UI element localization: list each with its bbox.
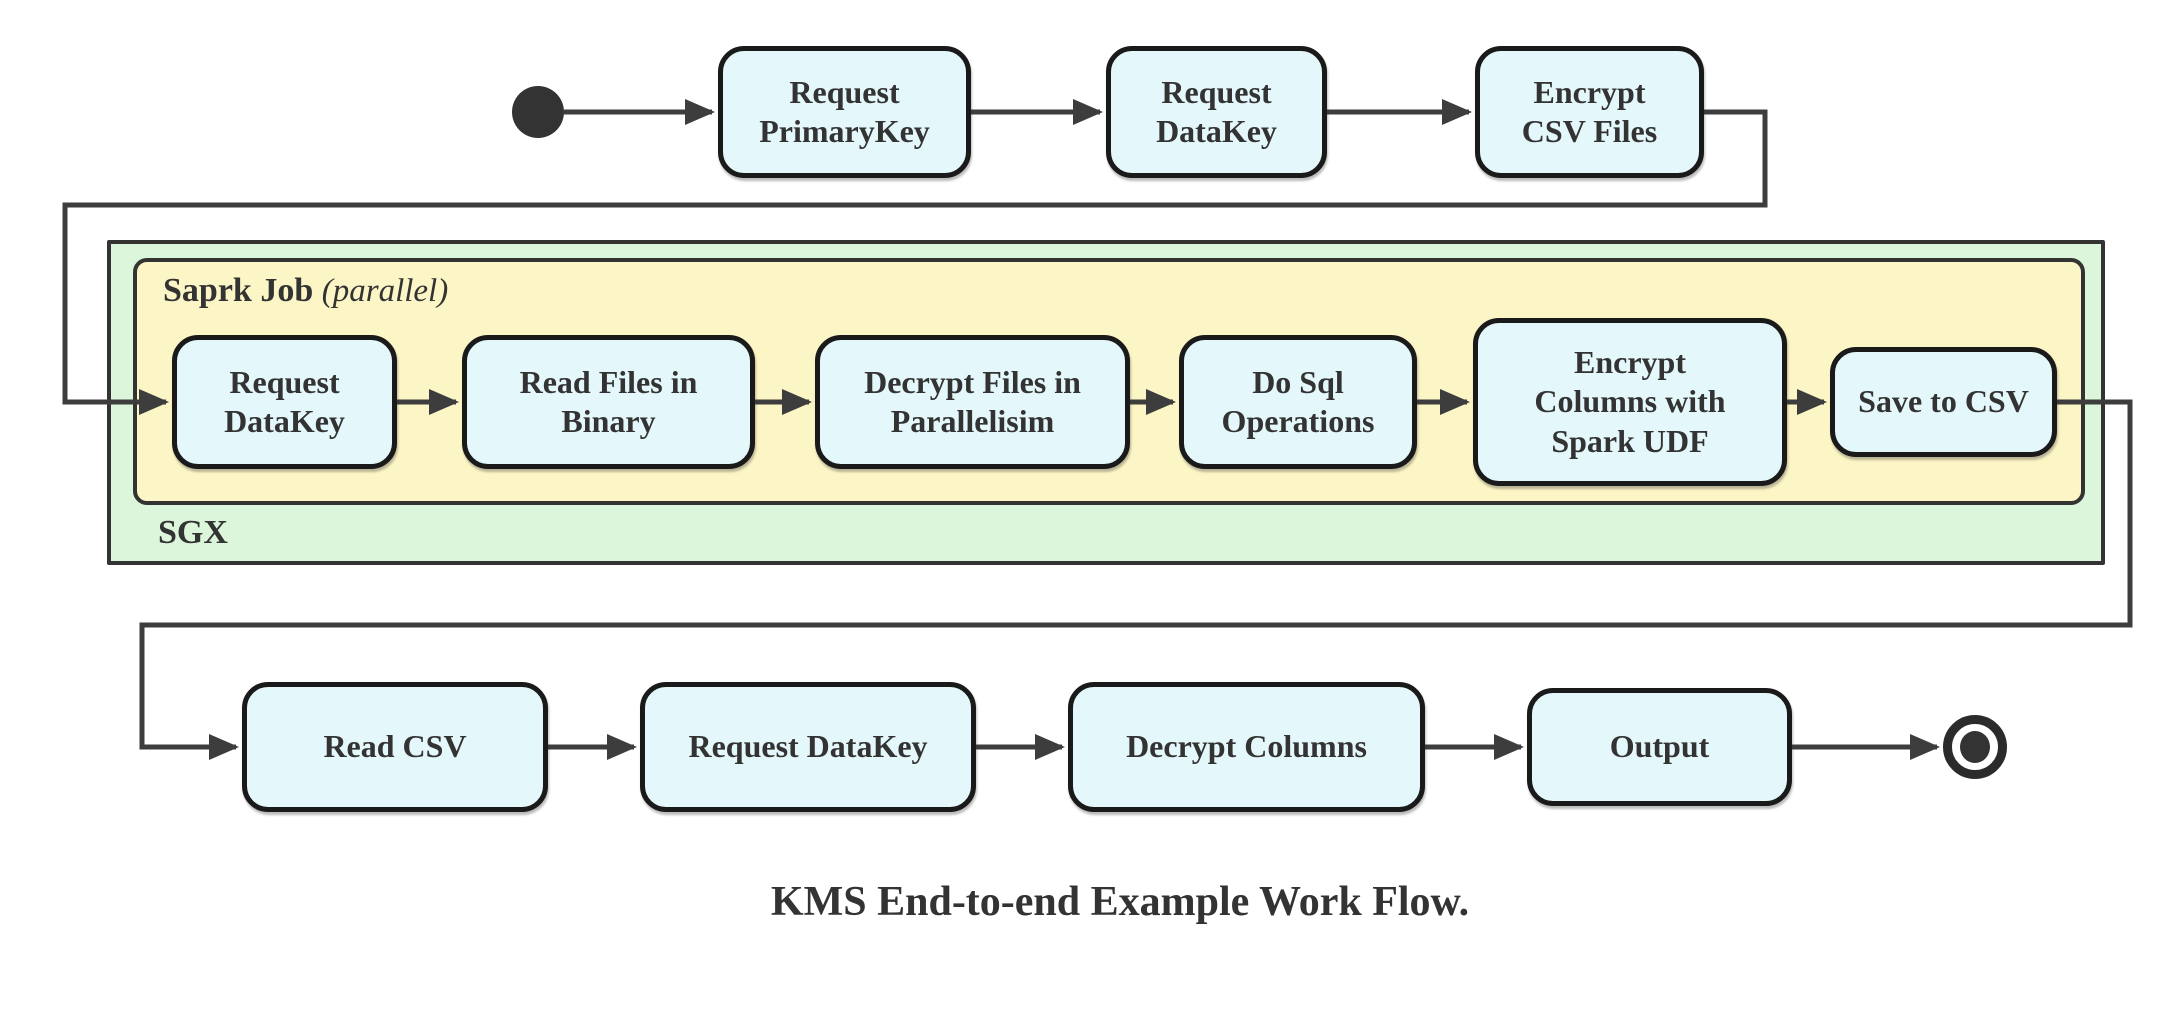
- node-read-csv: Read CSV: [242, 682, 548, 812]
- node-save-to-csv: Save to CSV: [1830, 347, 2057, 457]
- spark-job-label-parallel: (parallel): [321, 273, 449, 309]
- start-node-icon: [512, 86, 564, 138]
- node-encrypt-columns-spark-udf: Encrypt Columns with Spark UDF: [1473, 318, 1787, 486]
- node-request-datakey-top: Request DataKey: [1106, 46, 1327, 178]
- spark-job-label: Saprk Job (parallel): [163, 272, 448, 310]
- node-decrypt-files-in-parallelisim: Decrypt Files in Parallelisim: [815, 335, 1130, 469]
- sgx-label: SGX: [158, 514, 228, 551]
- diagram-caption: KMS End-to-end Example Work Flow.: [770, 879, 1470, 925]
- node-encrypt-csv-files: Encrypt CSV Files: [1475, 46, 1704, 178]
- node-decrypt-columns: Decrypt Columns: [1068, 682, 1425, 812]
- node-sgx-request-datakey: Request DataKey: [172, 335, 397, 469]
- node-request-datakey-bottom: Request DataKey: [640, 682, 976, 812]
- node-read-files-in-binary: Read Files in Binary: [462, 335, 755, 469]
- node-output: Output: [1527, 688, 1792, 806]
- end-node-core: [1960, 731, 1990, 763]
- end-node-icon: [1943, 715, 2007, 779]
- spark-job-label-bold: Saprk Job: [163, 272, 322, 309]
- node-do-sql-operations: Do Sql Operations: [1179, 335, 1417, 469]
- node-request-primarykey: Request PrimaryKey: [718, 46, 971, 178]
